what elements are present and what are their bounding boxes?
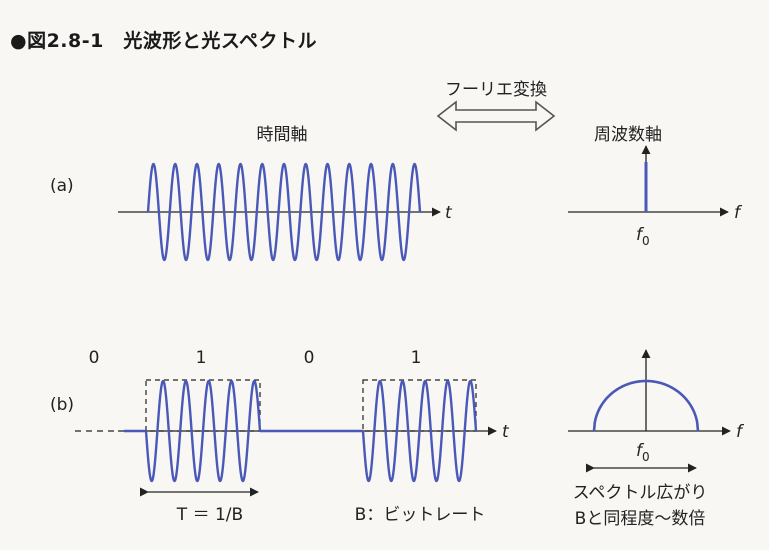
bit-label-2: 1 (196, 348, 207, 368)
double-arrow-icon (436, 100, 556, 132)
spectrum-width-line-2: Bと同程度〜数倍 (575, 509, 706, 529)
bit-label-1: 0 (89, 348, 100, 368)
panel-b-waveform-pulse-2 (361, 379, 478, 483)
panel-b-time-axis-symbol: t (502, 422, 510, 442)
panel-a-freq-axis-symbol: f (734, 203, 743, 223)
figure-title: ●図2.8-1 光波形と光スペクトル (10, 30, 318, 52)
bitrate-label: B：ビットレート (355, 505, 486, 525)
bit-label-3: 0 (304, 348, 315, 368)
panel-b-label: (b) (50, 395, 74, 415)
frequency-domain-label: 周波数軸 (594, 125, 662, 145)
panel-a-center-frequency: f0 (636, 225, 650, 248)
panel-a-waveform (146, 162, 422, 262)
panel-b-waveform-pulse-1 (144, 379, 262, 483)
panel-b-freq-axis-symbol: f (736, 422, 745, 442)
spectrum-width-line-1: スペクトル広がり (573, 483, 708, 503)
panel-b-spectrum-envelope (592, 379, 700, 432)
bit-window-box-1 (145, 379, 261, 432)
panel-b-center-frequency: f0 (636, 441, 650, 464)
panel-a-time-axis-symbol: t (445, 203, 453, 223)
period-label: T ＝ 1/B (176, 505, 243, 525)
fourier-transform-label: フーリエ変換 (445, 80, 547, 100)
time-domain-label: 時間軸 (257, 125, 308, 145)
bit-label-4: 1 (411, 348, 422, 368)
panel-a-label: (a) (50, 176, 74, 196)
